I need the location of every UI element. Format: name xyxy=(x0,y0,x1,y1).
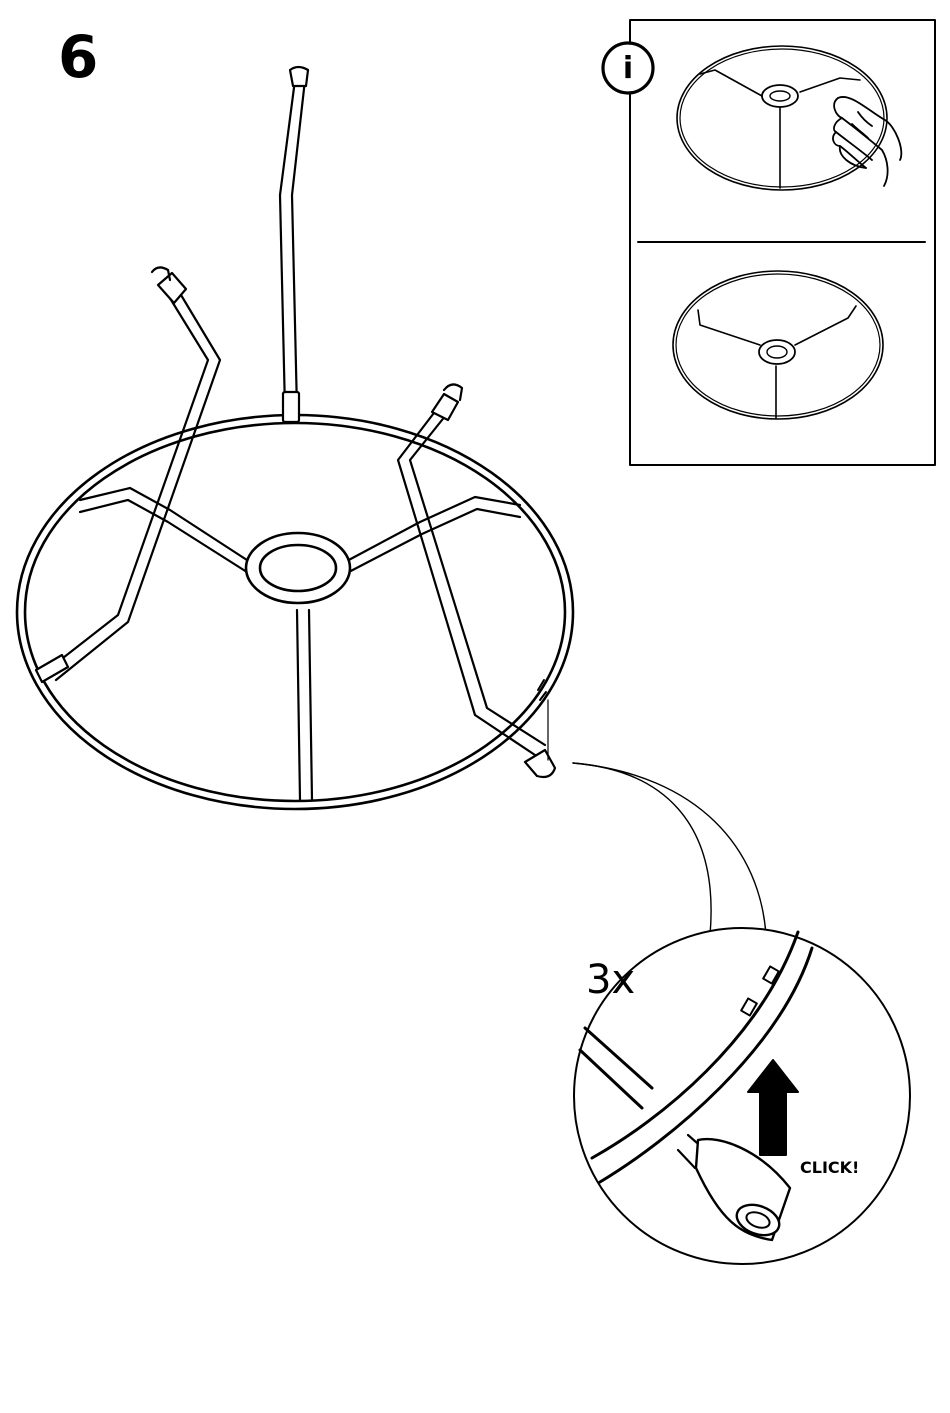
step-number: 6 xyxy=(58,28,98,86)
info-symbol: i xyxy=(600,40,656,96)
quantity-label: 3x xyxy=(586,960,635,1000)
frame-before-press xyxy=(677,46,887,190)
click-label: CLICK! xyxy=(800,1160,859,1176)
support-struts xyxy=(36,67,555,777)
lampshade-frame xyxy=(17,415,573,809)
callout-connector xyxy=(573,763,766,935)
frame-after-press xyxy=(673,271,883,419)
